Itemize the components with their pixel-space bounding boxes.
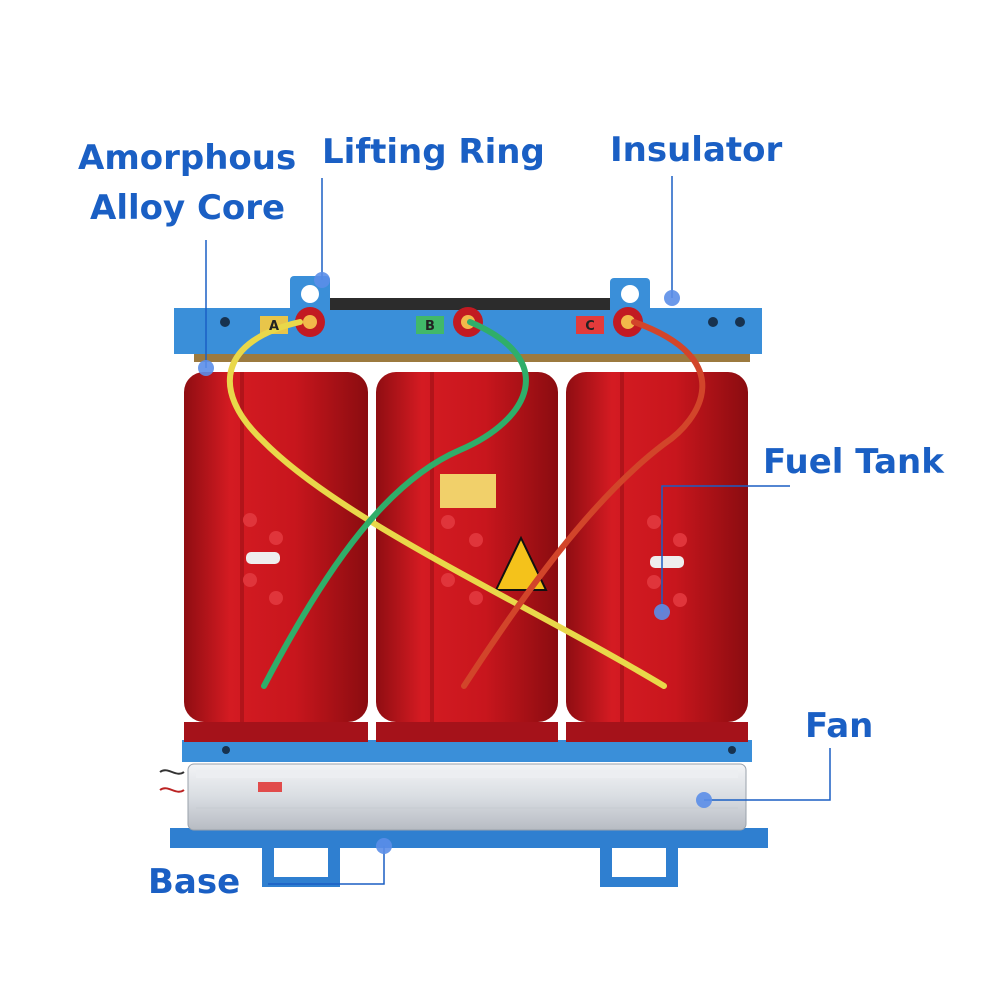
cables xyxy=(226,319,706,689)
phase-label-b: B xyxy=(425,319,435,334)
dot-fan xyxy=(696,792,712,808)
cooling-fan xyxy=(159,763,747,831)
label-base: Base xyxy=(148,862,241,902)
label-fan: Fan xyxy=(805,706,874,746)
dot-base xyxy=(376,838,392,854)
leader-base xyxy=(268,846,385,885)
leader-fan xyxy=(704,748,831,801)
phase-label-c: C xyxy=(585,319,595,334)
label-amorphous-alloy-core: Amorphous Alloy Core xyxy=(78,138,296,229)
marker-dots xyxy=(198,272,712,854)
base-frame xyxy=(170,828,768,848)
label-lifting-ring: Lifting Ring xyxy=(322,132,545,172)
label-insulator: Insulator xyxy=(610,130,783,170)
base-feet xyxy=(262,845,678,887)
phase-b-cable xyxy=(261,319,529,689)
bottom-clamp xyxy=(182,740,752,762)
leader-lines xyxy=(205,176,831,885)
phase-c-cable xyxy=(461,319,706,689)
coils xyxy=(184,372,748,742)
label-amorphous-line1: Amorphous xyxy=(78,138,297,178)
dot-lifting-ring xyxy=(314,272,330,288)
leader-fuel-tank xyxy=(661,485,790,612)
dot-amorphous-core xyxy=(198,360,214,376)
phase-label-a: A xyxy=(269,319,279,334)
label-fuel-tank: Fuel Tank xyxy=(763,442,944,482)
dot-fuel-tank xyxy=(654,604,670,620)
phase-a-cable xyxy=(226,319,667,689)
label-amorphous-line2: Alloy Core xyxy=(90,187,286,228)
dot-insulator xyxy=(664,290,680,306)
